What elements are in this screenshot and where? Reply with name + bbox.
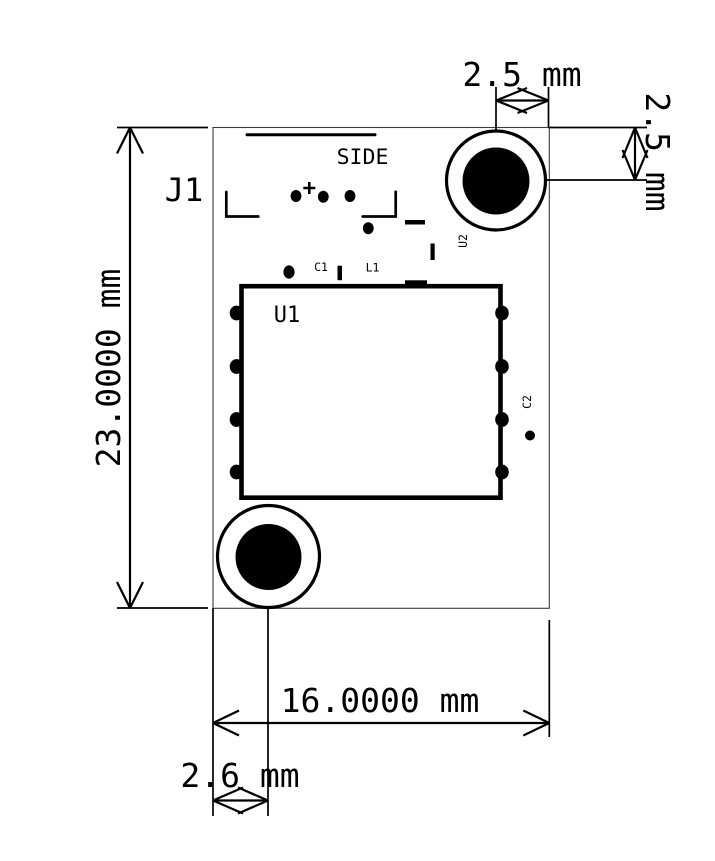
dim-board-height-label: 23.0000 mm	[89, 269, 128, 468]
arrow-down	[116, 581, 144, 609]
arrow-left	[212, 709, 240, 737]
arrow-diamond	[495, 86, 549, 115]
hole-drill	[462, 147, 530, 215]
u1-body-outline	[239, 283, 503, 501]
u1-pad-right	[495, 464, 509, 480]
hole-drill	[235, 524, 302, 590]
u1-pad-right	[495, 305, 509, 321]
smd-pad-bar	[405, 220, 425, 225]
u1-pad-right	[495, 359, 509, 374]
mounting-hole-top	[444, 129, 548, 232]
dim-hole-bottom-offset-label: 2.6 mm	[180, 756, 299, 795]
label-side: SIDE	[337, 145, 389, 170]
arrow-right	[522, 709, 550, 737]
u1-pad-left	[229, 412, 244, 427]
mounting-hole-bottom	[215, 503, 322, 610]
u1-pad-left	[229, 359, 244, 374]
label-j1: J1	[165, 171, 204, 209]
dim-board-width-label: 16.0000 mm	[281, 681, 480, 720]
dim-hole-top-offset-y-label: 2.5 mm	[638, 92, 677, 211]
courtyard-corner-left	[224, 190, 260, 218]
dim-hole-top-offset-x-label: 2.5 mm	[462, 55, 581, 94]
through-hole-pad	[283, 265, 295, 279]
label-c1: C1	[314, 260, 328, 274]
courtyard-corner-right	[361, 190, 398, 218]
dimension-board-height: 23.0000 mm	[89, 126, 208, 609]
dimension-board-width: 16.0000 mm	[212, 608, 551, 816]
label-u1: U1	[274, 303, 301, 328]
label-l1: L1	[366, 261, 380, 275]
u1-pad-left	[229, 464, 244, 480]
smd-pad-bar	[337, 265, 342, 281]
j1-pin-pad	[317, 190, 329, 203]
component-j1-silk	[224, 133, 398, 235]
component-u1: U1	[229, 283, 509, 501]
u1-pad-left	[229, 305, 244, 321]
board-edge-rect	[212, 126, 550, 609]
arrow-up	[116, 127, 144, 154]
u1-pad-right	[495, 412, 509, 427]
smd-pad-bar	[430, 243, 435, 260]
small-passives	[283, 220, 535, 441]
polarity-plus-mark	[303, 182, 316, 194]
j1-pin-pad	[290, 190, 302, 202]
board-outline	[212, 126, 550, 609]
label-c2: C2	[520, 395, 534, 409]
dimension-hole-top-offset-y: 2.5 mm	[496, 92, 677, 212]
through-hole-pad	[525, 430, 535, 441]
arrow-diamond	[621, 127, 649, 181]
dimension-hole-top-offset-x: 2.5 mm	[462, 55, 582, 180]
dimension-hole-bottom-offset: 2.6 mm	[180, 556, 300, 816]
arrow-diamond	[212, 786, 269, 815]
j1-pin-pad	[344, 190, 356, 202]
j1-pin-pad	[362, 222, 374, 235]
smd-pad-bar	[405, 280, 427, 285]
label-u2: U2	[456, 234, 470, 248]
